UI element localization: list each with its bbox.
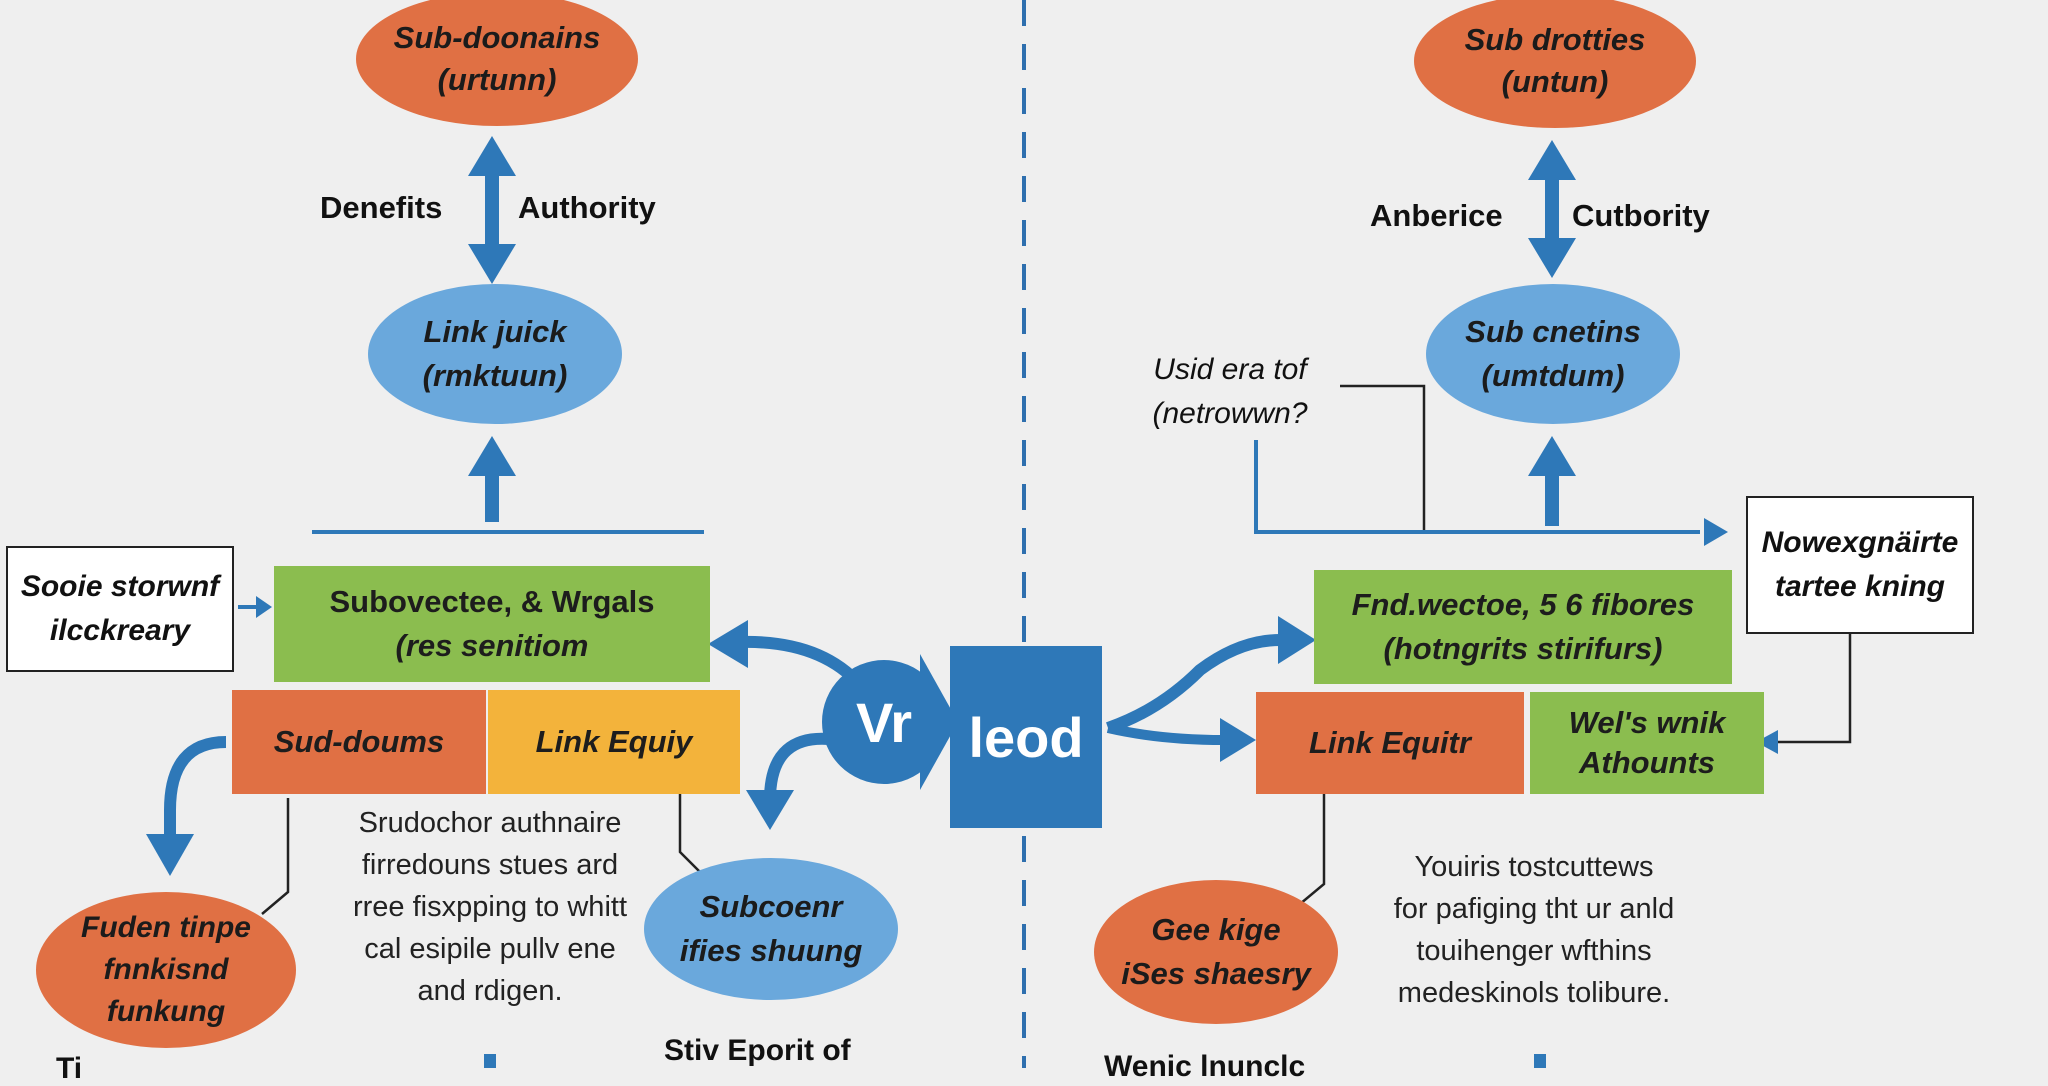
right-mid-ellipse: Sub cnetins (umtdum) [1426,284,1680,424]
left-green-box: Subovectee, & Wrgals (res senitiom [274,566,710,682]
left-paragraph-line1: Srudochor authnaire [358,807,622,839]
center-square-label: leod [968,705,1084,769]
left-mid-ellipse-line1: Link juick [423,314,567,349]
right-paragraph-line2: for pafiging tht ur anld [1393,893,1675,925]
center-arrow-to-right-green [1106,634,1281,734]
right-note-line2: (netrowwn? [1152,397,1308,430]
right-orange-box-label: Link Equitr [1309,725,1471,760]
left-paragraph: Srudochor authnaire firredouns stues ard… [310,802,670,1012]
right-note: Usid era tof (netrowwn? [1120,348,1340,436]
right-bottom-ellipse-line1: Gee kige [1151,912,1281,947]
right-top-ellipse-line2: (untun) [1501,64,1609,99]
center-arrow-to-right-orange [1106,723,1225,745]
right-green-box-2-line1: Wel's wnik [1568,705,1726,740]
right-paragraph-line3: touihenger wfthins [1416,935,1652,967]
left-orange-box: Sud-doums [232,690,486,794]
right-paragraph: Youiris tostcuttews for pafiging tht ur … [1354,846,1714,1014]
left-top-ellipse-line2: (urtunn) [437,62,557,97]
left-yellow-box-label: Link Equiy [535,724,693,759]
left-up-arrow [468,436,516,522]
center-circle: Vr [822,660,946,784]
right-green-box-2-line2: Athounts [1578,745,1716,780]
right-mid-ellipse-line2: (umtdum) [1481,358,1625,393]
left-arrow-right-label: Authority [518,190,656,225]
right-top-ellipse-line1: Sub drotties [1464,22,1646,57]
left-paragraph-line2: firredouns stues ard [361,849,619,881]
center-circle-label: Vr [855,690,913,754]
left-green-box-line1: Subovectee, & Wrgals [329,584,655,619]
right-mid-ellipse-line1: Sub cnetins [1465,314,1641,349]
right-side-box: Nowexgnäirte tartee kning [1746,496,1974,634]
right-double-arrow [1528,140,1576,278]
right-paragraph-line4: medeskinols tolibure. [1397,977,1671,1009]
left-bottom-text-2: Stiv Eporit of [664,1034,851,1067]
right-bottom-ellipse-line2: iSes shaesry [1121,956,1311,991]
right-paragraph-line1: Youiris tostcuttews [1414,851,1654,883]
left-top-ellipse-line1: Sub-doonains [393,20,601,55]
left-mid-ellipse: Link juick (rmktuun) [368,284,622,424]
left-orange-box-label: Sud-doums [273,724,445,759]
center-square: leod [950,646,1102,828]
right-bottom-ellipse: Gee kige iSes shaesry [1094,880,1338,1024]
left-bottom-text-1: Ti [56,1052,83,1085]
right-green-box-line2: (hotngrits stirifurs) [1383,631,1663,666]
right-orange-box: Link Equitr [1256,692,1524,794]
left-paragraph-line3: rree fisxpping to whitt [352,891,627,923]
right-green-box-line1: Fnd.wectoe, 5 6 fibores [1351,587,1695,622]
left-side-box: Sooie storwnf ilcckreary [6,546,234,672]
left-paragraph-line4: cal esipile pullv ene [364,933,616,965]
left-bottom-ellipse: Fuden tinpe fnnkisnd funkung [36,892,296,1048]
left-bottom-ellipse-line3: funkung [106,995,226,1028]
right-arrow-left-label: Anberice [1370,198,1503,233]
right-green-box: Fnd.wectoe, 5 6 fibores (hotngrits stiri… [1314,570,1732,684]
right-top-ellipse: Sub drotties (untun) [1414,0,1696,128]
left-side-box-line2: ilcckreary [49,614,191,647]
right-note-line1: Usid era tof [1153,353,1307,386]
right-up-arrow [1528,436,1576,526]
left-double-arrow [468,136,516,284]
left-bottom-ellipse-line2: fnnkisnd [103,953,229,986]
right-bottom-text-1: Wenic lnunclc [1104,1050,1306,1083]
left-blue-ellipse: Subcoenr ifies shuung [644,858,898,1000]
right-side-box-line2: tartee kning [1774,570,1946,603]
left-side-box-line1: Sooie storwnf [20,570,220,603]
right-side-box-line1: Nowexgnäirte [1761,526,1959,559]
left-arrow-left-label: Denefits [320,190,443,225]
left-bottom-ellipse-line1: Fuden tinpe [81,911,251,944]
left-yellow-box: Link Equiy [488,690,740,794]
left-paragraph-line5: and rdigen. [417,975,563,1007]
left-top-ellipse: Sub-doonains (urtunn) [356,0,638,126]
left-bottom-stub [484,1054,496,1068]
left-blue-ellipse-line2: ifies shuung [679,933,863,968]
left-mid-ellipse-line2: (rmktuun) [422,358,568,393]
right-green-box-2: Wel's wnik Athounts [1530,692,1764,794]
right-arrow-right-label: Cutbority [1572,198,1710,233]
left-blue-ellipse-line1: Subcoenr [699,889,843,924]
left-green-box-line2: (res senitiom [395,628,589,663]
right-bottom-stub [1534,1054,1546,1068]
